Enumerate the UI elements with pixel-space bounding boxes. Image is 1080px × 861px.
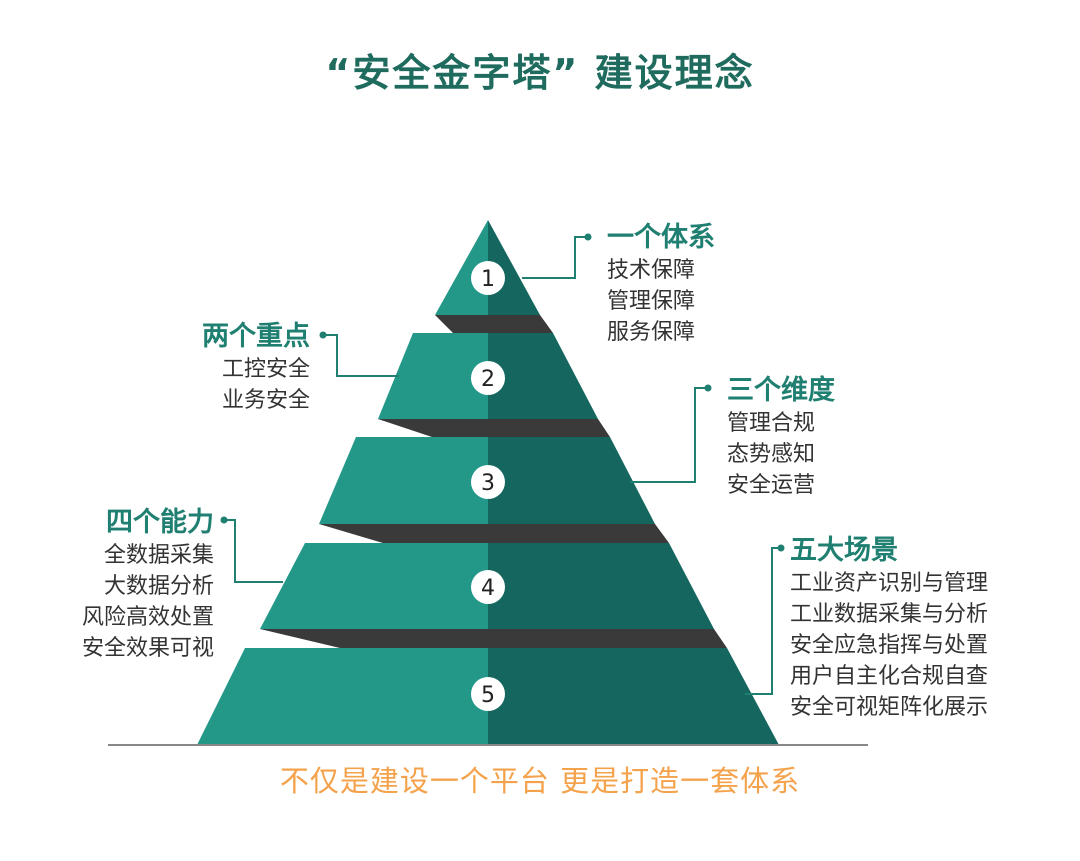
tier-5-left xyxy=(197,648,488,745)
level-3-item: 管理合规 xyxy=(727,411,816,436)
level-1-item: 技术保障 xyxy=(607,258,696,283)
level-5-item: 安全应急指挥与处置 xyxy=(790,633,989,658)
tier-1-number: 1 xyxy=(481,267,495,292)
callout-level-2: 两个重点 工控安全 业务安全 xyxy=(110,320,310,416)
leader-2-dot xyxy=(319,331,327,339)
level-5-heading: 五大场景 xyxy=(790,535,898,566)
leader-3-dot xyxy=(704,384,712,392)
band-3-4 xyxy=(319,524,669,543)
leader-3 xyxy=(630,387,708,483)
band-1-2 xyxy=(435,315,553,333)
tier-4-left xyxy=(260,543,488,629)
tier-4-number: 4 xyxy=(481,576,495,601)
level-3-item: 安全运营 xyxy=(727,473,816,498)
level-5-item: 工业资产识别与管理 xyxy=(790,571,989,596)
callout-level-1: 一个体系 技术保障 管理保障 服务保障 xyxy=(607,221,715,348)
tier-1-badge xyxy=(471,261,505,295)
level-3-item: 态势感知 xyxy=(727,442,816,467)
tier-1-right xyxy=(488,220,540,315)
leader-5-dot xyxy=(777,544,785,552)
leader-5 xyxy=(745,547,781,695)
tier-4-badge xyxy=(471,570,505,604)
tier-5-number: 5 xyxy=(481,683,495,708)
band-4-5 xyxy=(260,629,727,648)
leader-1-dot xyxy=(584,233,592,241)
level-4-heading: 四个能力 xyxy=(106,507,214,538)
level-1-item: 服务保障 xyxy=(607,320,696,345)
tier-1-left xyxy=(435,220,488,315)
tier-3-left xyxy=(319,437,488,524)
level-5-item: 工业数据采集与分析 xyxy=(790,602,989,627)
level-4-item: 风险高效处置 xyxy=(81,605,214,630)
callout-level-5: 五大场景 工业资产识别与管理 工业数据采集与分析 安全应急指挥与处置 用户自主化… xyxy=(790,534,988,723)
level-3-heading: 三个维度 xyxy=(727,375,835,406)
level-4-item: 大数据分析 xyxy=(103,574,214,599)
level-2-item: 工控安全 xyxy=(221,357,310,382)
level-1-heading: 一个体系 xyxy=(607,222,715,253)
leader-2 xyxy=(323,334,399,377)
tier-2-badge xyxy=(471,361,505,395)
leader-1 xyxy=(522,236,588,279)
level-4-item: 安全效果可视 xyxy=(81,636,214,661)
level-5-item: 用户自主化合规自查 xyxy=(790,664,989,689)
tier-5-badge xyxy=(471,677,505,711)
tier-2-number: 2 xyxy=(481,367,495,392)
band-2-3 xyxy=(378,419,610,437)
tier-5-right xyxy=(488,648,779,745)
tier-2-left xyxy=(378,333,488,419)
tier-3-badge xyxy=(471,465,505,499)
callout-level-3: 三个维度 管理合规 态势感知 安全运营 xyxy=(727,374,835,501)
tier-3-number: 3 xyxy=(481,471,495,496)
leader-4-dot xyxy=(220,516,228,524)
tier-4-right xyxy=(488,543,714,629)
level-2-heading: 两个重点 xyxy=(202,321,310,352)
level-1-item: 管理保障 xyxy=(607,289,696,314)
callout-level-4: 四个能力 全数据采集 大数据分析 风险高效处置 安全效果可视 xyxy=(20,506,214,664)
level-5-item: 安全可视矩阵化展示 xyxy=(790,695,989,720)
level-4-item: 全数据采集 xyxy=(103,543,214,568)
level-2-item: 业务安全 xyxy=(221,388,310,413)
tier-2-right xyxy=(488,333,598,419)
leader-4 xyxy=(224,519,283,583)
tier-3-right xyxy=(488,437,655,524)
page-title: “安全金字塔” 建设理念 xyxy=(325,51,755,95)
tagline: 不仅是建设一个平台 更是打造一套体系 xyxy=(279,764,801,798)
